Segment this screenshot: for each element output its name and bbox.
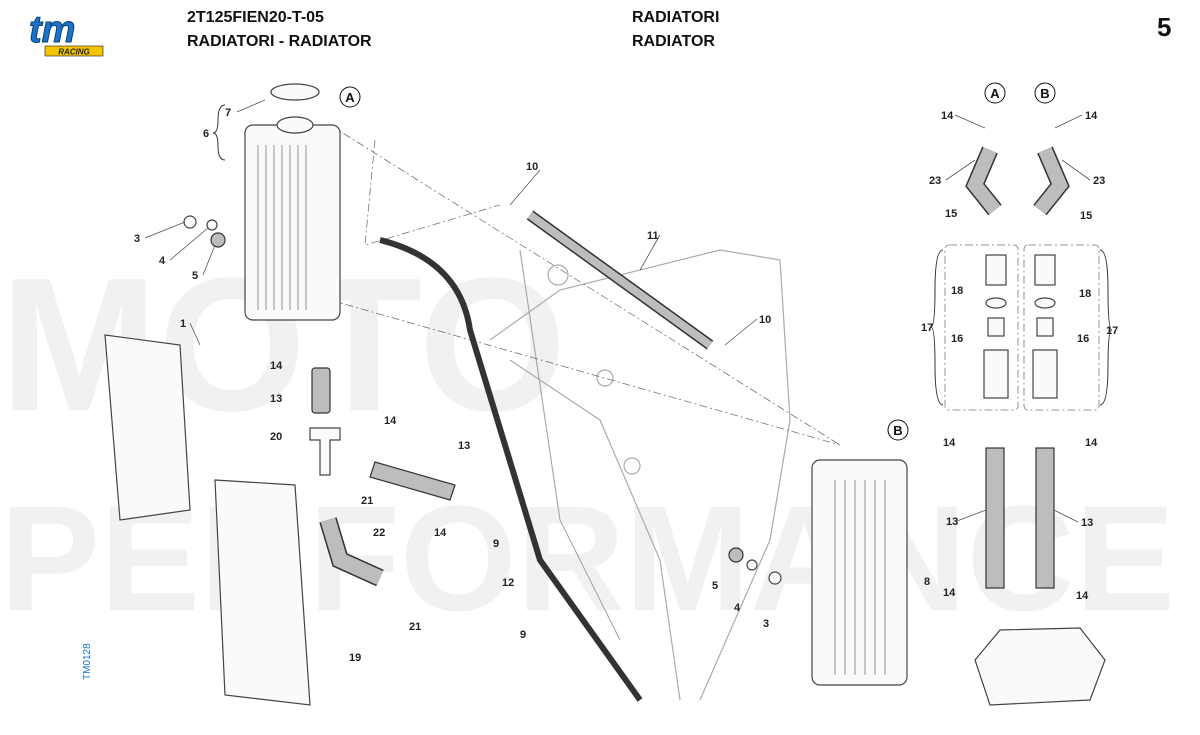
callout: 5 [192,270,198,282]
callout: 14 [943,587,956,599]
title-english: RADIATOR [632,33,715,50]
callout: 12 [502,577,514,589]
callout: 5 [712,580,718,592]
watermark-line2: PERFORMANCE [0,474,1175,642]
callout: 13 [946,516,958,528]
callout: 11 [647,230,659,242]
callout: 13 [270,393,282,405]
frame-outline [489,249,791,701]
callout: 16 [1077,333,1089,345]
callout: 9 [520,629,526,641]
view-marker-b-right: B [1034,82,1056,104]
title-italian: RADIATORI [632,9,720,26]
callout: 4 [159,255,166,267]
callout-labels: 7 6 3 4 5 1 14 13 14 20 13 21 14 22 21 1… [134,107,1118,664]
callout: 18 [1079,288,1091,300]
callout: 23 [929,175,941,187]
callout: 21 [361,495,373,507]
view-marker-a-right: A [984,82,1006,104]
callout: 3 [134,233,140,245]
callout: 21 [409,621,421,633]
view-marker-b: B [887,419,909,441]
callout: 23 [1093,175,1105,187]
svg-text:A: A [345,90,355,105]
bracket-6 [212,104,226,161]
right-shroud [214,479,311,706]
callout: 1 [180,318,186,330]
radiator-cap [270,83,320,101]
bracket-17-left [930,249,944,406]
callout: 13 [458,440,470,452]
callout: 6 [203,128,209,140]
svg-text:A: A [990,86,1000,101]
callout: 14 [1076,590,1089,602]
callout: 10 [526,161,538,173]
callout: 20 [270,431,282,443]
callout: 15 [1080,210,1092,222]
exploded-parts-diagram: MOTO PERFORMANCE [0,82,1175,706]
callout: 22 [373,527,385,539]
section-subtitle: RADIATORI - RADIATOR [187,33,372,50]
callout: 8 [924,576,930,588]
figure-id: TM0128 [82,643,93,680]
svg-text:B: B [893,423,902,438]
svg-text:RACING: RACING [58,48,90,57]
part-code: 2T125FIEN20-T-05 [187,9,324,26]
callout: 13 [1081,517,1093,529]
callout: 3 [763,618,769,630]
callout: 14 [270,360,283,372]
left-shroud [104,334,191,521]
callout: 14 [943,437,956,449]
callout: 10 [759,314,771,326]
svg-text:tm: tm [29,9,75,51]
callout: 7 [225,107,231,119]
bracket-17-right [1099,249,1113,406]
callout: 4 [734,602,741,614]
cylinder-head [974,627,1106,706]
right-radiator [811,459,908,686]
callout: 14 [434,527,447,539]
callout: 18 [951,285,963,297]
callout: 9 [493,538,499,550]
left-radiator [244,83,341,321]
callout: 14 [941,110,954,122]
callout: 14 [1085,110,1098,122]
callout: 15 [945,208,957,220]
view-marker-a: A [339,86,361,108]
callout: 14 [384,415,397,427]
callout: 17 [1106,325,1118,337]
page-number: 5 [1157,12,1172,42]
callout: 19 [349,652,361,664]
callout: 17 [921,322,933,334]
callout: 16 [951,333,963,345]
callout: 14 [1085,437,1098,449]
tm-racing-logo: tm RACING [29,9,104,57]
svg-text:B: B [1040,86,1049,101]
